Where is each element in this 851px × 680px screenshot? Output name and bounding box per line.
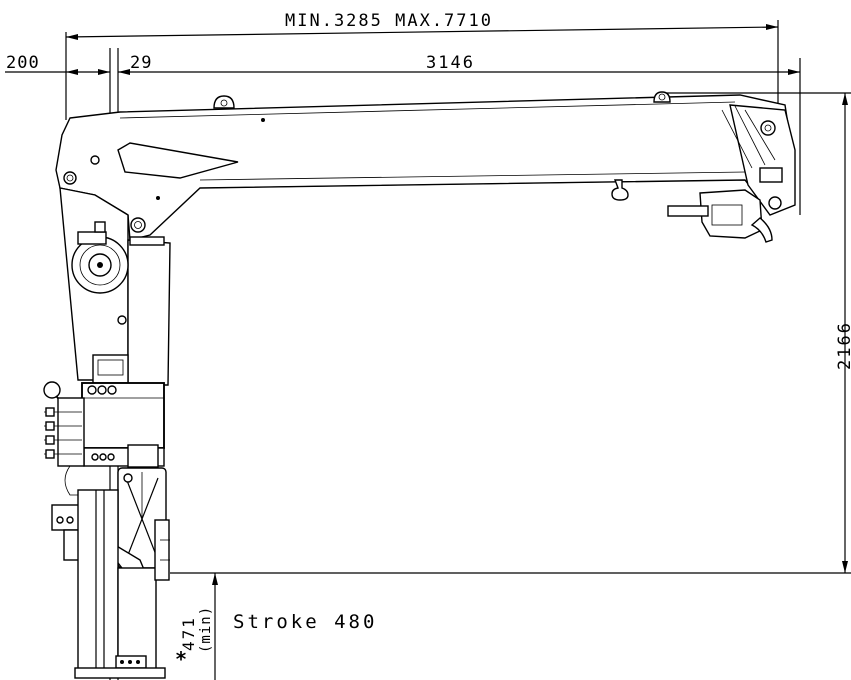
min-depth-note: (min): [198, 606, 214, 653]
crane-boom: [55, 91, 796, 243]
control-housing: [43, 381, 165, 496]
column-offset-dimension: 29: [130, 53, 152, 73]
crane-column: [59, 187, 171, 386]
crane-base: [51, 467, 170, 679]
min-depth-value: 471: [179, 616, 198, 651]
boom-length-dimension: 3146: [426, 53, 475, 73]
height-dimension: 2166: [835, 321, 851, 370]
asterisk-mark: *: [175, 647, 187, 671]
stroke-label: Stroke 480: [233, 611, 377, 633]
rear-overhang-dimension: 200: [6, 53, 40, 73]
overall-length-dimension: MIN.3285 MAX.7710: [285, 11, 493, 31]
